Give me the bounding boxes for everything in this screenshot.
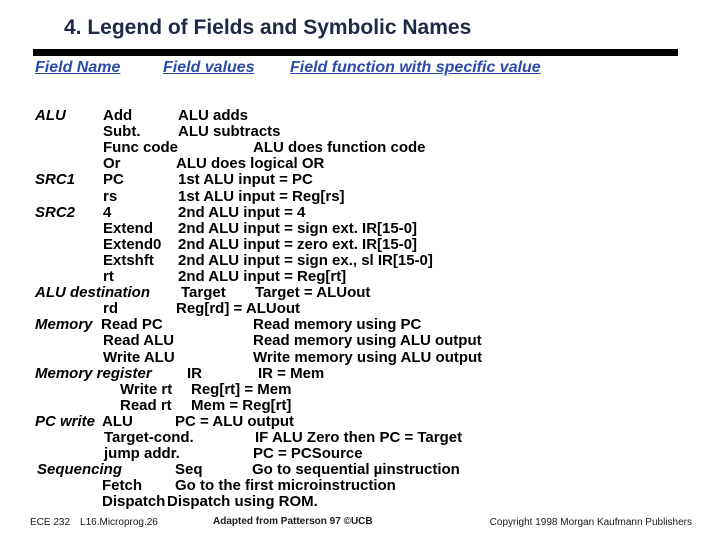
legend-row: Write rt Reg[rt] = Mem: [0, 382, 720, 398]
footer: ECE 232 L16.Microprog.26 Adapted from Pat…: [0, 515, 720, 531]
field-function-cell: Write memory using ALU output: [253, 349, 483, 366]
field-function-cell: 2nd ALU input = zero ext. IR[15-0]: [178, 236, 418, 253]
legend-row: PC write ALU PC = ALU output: [0, 414, 720, 430]
field-function-cell: Reg[rt] = Mem: [191, 381, 292, 398]
field-function-cell: Target = ALUout: [255, 284, 371, 301]
field-function-cell: IR = Mem: [258, 365, 325, 382]
legend-row: ALU destination Target Target = ALUout: [0, 285, 720, 301]
column-header-field-function: Field function with specific value: [290, 59, 541, 76]
legend-row: rd Reg[rd] = ALUout: [0, 301, 720, 317]
field-function-cell: Mem = Reg[rt]: [191, 397, 292, 414]
legend-row: rs 1st ALU input = Reg[rs]: [0, 189, 720, 205]
legend-row: Fetch Go to the first microinstruction: [0, 478, 720, 494]
column-header-field-name: Field Name: [35, 59, 121, 76]
field-value-cell: 4: [103, 204, 112, 221]
field-function-cell: Reg[rd] = ALUout: [176, 300, 301, 317]
field-name-cell: SRC1: [35, 171, 76, 188]
field-value-cell: IR: [187, 365, 202, 382]
legend-row: Func code ALU does function code: [0, 140, 720, 156]
field-function-cell: 1st ALU input = Reg[rs]: [178, 188, 345, 205]
field-name-cell: Memory: [35, 316, 93, 333]
field-function-cell: Go to sequential µinstruction: [252, 461, 460, 478]
field-function-cell: PC = PCSource: [253, 445, 363, 462]
field-name-cell: ALU destination: [35, 284, 150, 301]
field-value-cell: Extend0: [103, 236, 162, 253]
field-function-cell: IF ALU Zero then PC = Target: [255, 429, 463, 446]
field-value-cell: Subt.: [103, 123, 141, 140]
field-value-cell: Read ALU: [103, 332, 175, 349]
field-value-cell: Or: [103, 155, 121, 172]
field-value-cell: Write ALU: [103, 349, 175, 366]
field-name-cell: Memory register: [35, 365, 152, 382]
legend-row: SRC1 PC 1st ALU input = PC: [0, 172, 720, 188]
legend-row: Write ALU Write memory using ALU output: [0, 350, 720, 366]
field-value-cell: Extshft: [103, 252, 154, 269]
legend-row: Memory Read PC Read memory using PC: [0, 317, 720, 333]
field-name-cell: Sequencing: [37, 461, 123, 478]
field-value-cell: Extend: [103, 220, 154, 237]
footer-lecture: L16.Microprog.26: [80, 517, 158, 528]
field-value-cell: Read PC: [101, 316, 163, 333]
field-function-cell: ALU adds: [178, 107, 249, 124]
field-function-cell: ALU does function code: [253, 139, 426, 156]
legend-row: Read rt Mem = Reg[rt]: [0, 398, 720, 414]
field-function-cell: Go to the first microinstruction: [175, 477, 396, 494]
field-function-cell: Read memory using PC: [253, 316, 422, 333]
field-function-cell: Dispatch using ROM.: [167, 493, 318, 510]
field-function-cell: 2nd ALU input = Reg[rt]: [178, 268, 347, 285]
legend-row: Extend0 2nd ALU input = zero ext. IR[15-0…: [0, 237, 720, 253]
footer-course: ECE 232: [30, 517, 71, 528]
field-function-cell: PC = ALU output: [175, 413, 295, 430]
footer-attribution: Adapted from Patterson 97 ©UCB: [213, 516, 373, 527]
field-value-cell: Add: [103, 107, 133, 124]
field-value-cell: rs: [103, 188, 118, 205]
field-value-cell: jump addr.: [104, 445, 180, 462]
legend-row: Sequencing Seq Go to sequential µinstructi…: [0, 462, 720, 478]
field-value-cell: Dispatch: [102, 493, 166, 510]
title-divider-bar: [33, 49, 678, 56]
field-value-cell: Seq: [175, 461, 203, 478]
field-value-cell: Fetch: [102, 477, 143, 494]
field-function-cell: ALU does logical OR: [176, 155, 325, 172]
field-value-cell: Target: [181, 284, 226, 301]
legend-row: Subt. ALU subtracts: [0, 124, 720, 140]
field-value-cell: Target-cond.: [104, 429, 194, 446]
legend-row: jump addr. PC = PCSource: [0, 446, 720, 462]
legend-row: SRC2 4 2nd ALU input = 4: [0, 205, 720, 221]
footer-copyright: Copyright 1998 Morgan Kaufmann Publisher…: [489, 517, 692, 528]
field-value-cell: rd: [103, 300, 118, 317]
field-function-cell: Read memory using ALU output: [253, 332, 482, 349]
field-name-cell: ALU: [35, 107, 66, 124]
field-value-cell: rt: [103, 268, 114, 285]
field-value-cell: Read rt: [120, 397, 172, 414]
legend-row: Or ALU does logical OR: [0, 156, 720, 172]
field-function-cell: 2nd ALU input = sign ex., sl IR[15-0]: [178, 252, 433, 269]
field-function-cell: 1st ALU input = PC: [178, 171, 313, 188]
field-value-cell: ALU: [102, 413, 133, 430]
page-title: 4. Legend of Fields and Symbolic Names: [64, 16, 472, 39]
legend-row: Read ALU Read memory using ALU output: [0, 333, 720, 349]
field-value-cell: Write rt: [120, 381, 173, 398]
field-function-cell: 2nd ALU input = 4: [178, 204, 306, 221]
legend-row: Memory register IR IR = Mem: [0, 366, 720, 382]
field-function-cell: 2nd ALU input = sign ext. IR[15-0]: [178, 220, 418, 237]
legend-row: Target-cond. IF ALU Zero then PC = Target: [0, 430, 720, 446]
field-name-cell: PC write: [35, 413, 96, 430]
field-name-cell: SRC2: [35, 204, 76, 221]
legend-row: rt 2nd ALU input = Reg[rt]: [0, 269, 720, 285]
footer-course-id: ECE 232 L16.Microprog.26: [30, 517, 158, 528]
legend-row: Extshft 2nd ALU input = sign ex., sl IR[1…: [0, 253, 720, 269]
field-function-cell: ALU subtracts: [178, 123, 281, 140]
legend-row: Extend 2nd ALU input = sign ext. IR[15-0]: [0, 221, 720, 237]
legend-row: ALU Add ALU adds: [0, 108, 720, 124]
field-value-cell: PC: [103, 171, 124, 188]
field-value-cell: Func code: [103, 139, 179, 156]
column-header-field-values: Field values: [163, 59, 255, 76]
